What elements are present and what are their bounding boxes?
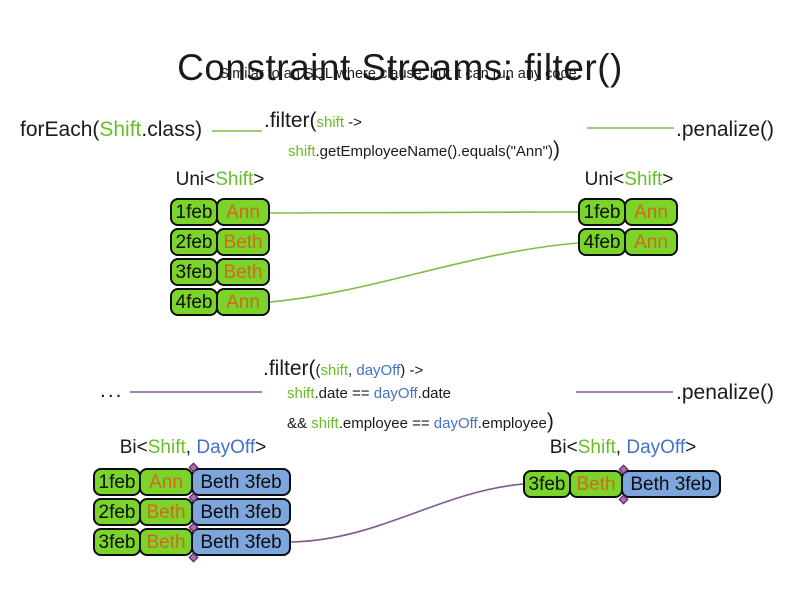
date-cell: 1feb xyxy=(578,198,626,226)
name-cell: Ann xyxy=(216,288,270,316)
code-segment: > xyxy=(255,437,267,458)
date-cell: 1feb xyxy=(93,468,141,496)
code-segment: shift xyxy=(320,362,349,379)
date-cell: 3feb xyxy=(93,528,141,556)
code-segment: , xyxy=(185,437,197,458)
uni-shift-header-right: Uni<Shift> xyxy=(578,168,680,193)
dayoff-cell: Beth 3feb xyxy=(191,498,291,526)
date-cell: 4feb xyxy=(170,288,218,316)
date-cell: 3feb xyxy=(523,470,571,498)
filter-mid-line1: .filter((shift, dayOff) -> xyxy=(263,355,554,382)
code-segment: .date xyxy=(417,385,452,403)
code-segment: ) xyxy=(552,138,560,162)
foreach-code: forEach(Shift.class) xyxy=(20,116,202,143)
code-segment: .employee == xyxy=(338,415,434,433)
date-cell: 1feb xyxy=(170,198,218,226)
code-segment: shift xyxy=(316,114,345,131)
dayoff-cell: Beth 3feb xyxy=(621,470,721,498)
code-segment: Shift xyxy=(147,437,186,458)
name-cell: Beth xyxy=(216,228,270,256)
dayoff-cell: Beth 3feb xyxy=(191,528,291,556)
date-cell: 3feb xyxy=(170,258,218,286)
subtitle: Similar to an SQL where clause, but it c… xyxy=(219,66,581,82)
filter-mid-line3: && shift.employee == dayOff.employee) xyxy=(263,408,554,435)
code-segment: dayOff xyxy=(356,362,401,379)
code-segment: .filter( xyxy=(264,109,317,132)
date-cell: 2feb xyxy=(170,228,218,256)
name-cell: Beth xyxy=(139,498,193,526)
code-segment: > xyxy=(253,169,265,190)
code-segment: ( xyxy=(315,362,321,379)
code-segment: .filter( xyxy=(263,357,316,380)
filter-mid-code: .filter((shift, dayOff) -> shift.date ==… xyxy=(263,355,554,435)
filter-top-line1: .filter(shift -> xyxy=(264,107,560,134)
code-segment: > xyxy=(662,169,674,190)
code-segment: shift xyxy=(311,415,339,433)
name-cell: Ann xyxy=(624,198,678,226)
code-segment: Shift xyxy=(577,437,616,458)
filter-top-code: .filter(shift -> shift.getEmployeeName()… xyxy=(264,107,560,164)
code-segment: DayOff xyxy=(626,437,686,458)
date-cell: 2feb xyxy=(93,498,141,526)
code-segment: Shift xyxy=(215,169,254,190)
penalize-top-label: .penalize() xyxy=(676,118,775,141)
line-1feb-match xyxy=(269,211,579,214)
code-segment: shift xyxy=(287,385,315,403)
code-segment: ) -> xyxy=(400,362,424,379)
code-segment: && xyxy=(287,415,312,433)
code-segment: Bi< xyxy=(549,437,578,458)
code-segment: DayOff xyxy=(196,437,256,458)
name-cell: Ann xyxy=(624,228,678,256)
ellipsis-label: ... xyxy=(100,379,124,402)
code-segment: forEach( xyxy=(20,118,100,141)
code-segment: Shift xyxy=(99,118,142,141)
code-segment: dayOff xyxy=(433,415,478,433)
code-segment: ) xyxy=(546,410,554,434)
dayoff-cell: Beth 3feb xyxy=(191,468,291,496)
code-segment: shift xyxy=(288,143,316,161)
code-segment: .getEmployeeName().equals("Ann") xyxy=(315,143,553,161)
code-segment: Shift xyxy=(624,169,663,190)
code-segment: -> xyxy=(344,114,362,131)
filter-mid-line2: shift.date == dayOff.date xyxy=(263,384,554,405)
bi-header-right: Bi<Shift, DayOff> xyxy=(523,436,723,461)
uni-shift-header-left: Uni<Shift> xyxy=(170,168,270,193)
line-bi-match xyxy=(290,483,524,543)
name-cell: Beth xyxy=(216,258,270,286)
code-segment: .date == xyxy=(314,385,374,403)
code-segment: Uni< xyxy=(584,169,625,190)
bi-header-left: Bi<Shift, DayOff> xyxy=(93,436,293,461)
code-segment: .class) xyxy=(141,118,203,141)
code-segment: Uni< xyxy=(175,169,216,190)
name-cell: Ann xyxy=(139,468,193,496)
code-segment: , xyxy=(615,437,627,458)
code-segment: , xyxy=(348,362,357,379)
code-segment: .employee xyxy=(477,415,547,433)
page-title: Constraint Streams: filter() xyxy=(177,46,623,88)
code-segment: dayOff xyxy=(373,385,418,403)
line-4feb-match xyxy=(269,242,579,303)
name-cell: Beth xyxy=(569,470,623,498)
name-cell: Ann xyxy=(216,198,270,226)
code-segment: Bi< xyxy=(119,437,148,458)
code-segment: > xyxy=(685,437,697,458)
filter-top-line2: shift.getEmployeeName().equals("Ann")) xyxy=(264,136,560,163)
date-cell: 4feb xyxy=(578,228,626,256)
name-cell: Beth xyxy=(139,528,193,556)
penalize-mid-label: .penalize() xyxy=(676,381,775,404)
